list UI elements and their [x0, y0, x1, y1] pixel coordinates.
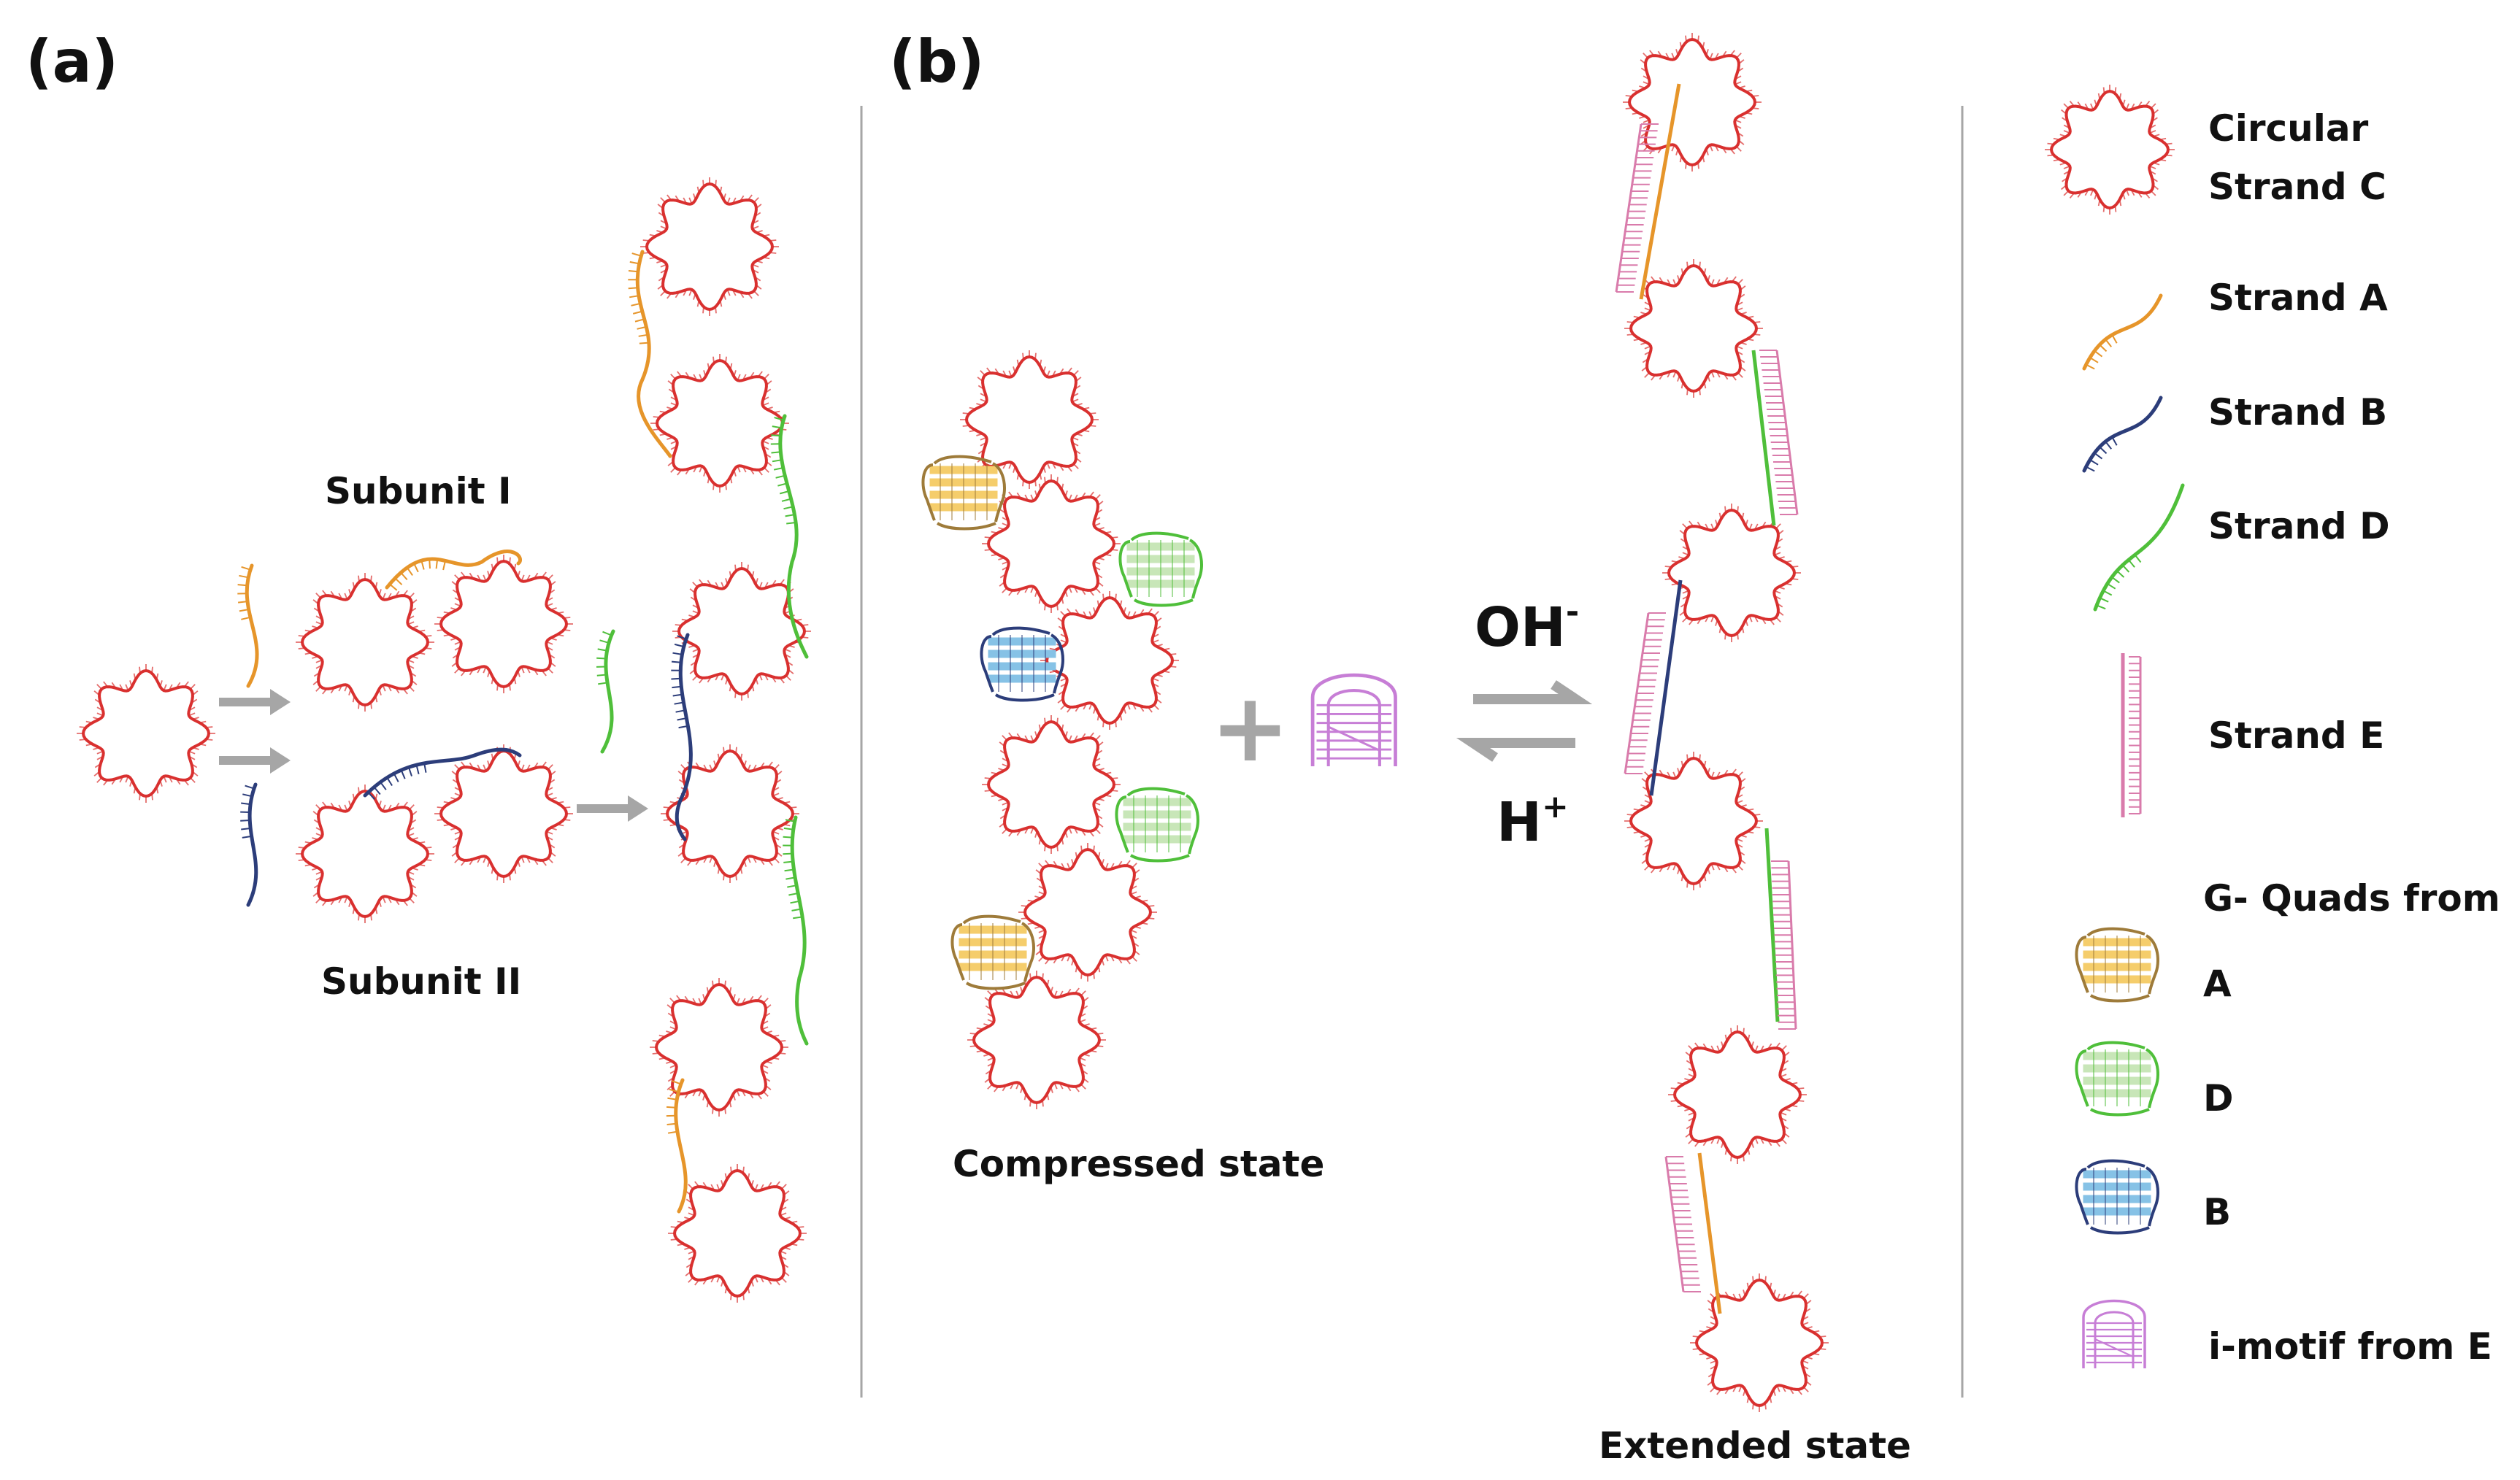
circular-strand-c: [650, 978, 788, 1117]
legend-strand-e-comb: [2129, 656, 2142, 814]
strand-d: [778, 414, 809, 659]
strand-b: [1649, 579, 1683, 796]
extended-state-label: Extended state: [1599, 1425, 1911, 1467]
strand-b: [675, 633, 693, 841]
circular-strand-c: [640, 177, 779, 316]
circular-strand-c: [77, 664, 215, 803]
legend-strand-e-label: Strand E: [2208, 714, 2384, 757]
proton-label: H+: [1497, 788, 1569, 854]
strand-a: [1639, 83, 1681, 300]
strand-a: [385, 550, 522, 590]
arrow-right: [219, 689, 291, 715]
legend-strand-b-icon: [2082, 396, 2163, 473]
legend-strand-a-icon: [2082, 293, 2163, 371]
circular-strand-c: [650, 354, 789, 493]
plus-sign: +: [1210, 672, 1290, 783]
circular-strand-c: [296, 785, 434, 923]
strand-e: [1624, 612, 1666, 774]
strand-a: [1697, 1152, 1722, 1314]
legend-i-motif-label: i-motif from E: [2208, 1325, 2492, 1368]
strand-d: [1751, 350, 1776, 526]
legend-strand-d-icon: [2093, 483, 2185, 612]
circular-strand-c: [434, 555, 573, 693]
legend: Circular Strand C Strand A Strand B Stra…: [2045, 85, 2500, 1368]
legend-circular-strand-icon: [2045, 85, 2175, 215]
circular-strand-c: [1668, 1025, 1807, 1164]
circular-strand-c: [1690, 1273, 1829, 1412]
circular-strand-c: [434, 744, 573, 883]
subunit-1-label: Subunit I: [325, 470, 512, 512]
strand-a: [674, 1078, 688, 1214]
circular-strand-c: [960, 350, 1099, 489]
strand-e: [1664, 1156, 1701, 1292]
circular-strand-c: [1040, 591, 1179, 730]
g-quad-from-d: [1115, 787, 1199, 863]
arrow-right: [577, 795, 648, 822]
circular-strand-c: [982, 715, 1121, 854]
circular-strand-c: [296, 573, 434, 712]
panel-b-label: (b): [889, 28, 984, 96]
legend-g-quad-b-icon: [2075, 1159, 2159, 1235]
strand-a: [245, 563, 259, 688]
circular-strand-c: [1624, 259, 1763, 398]
strand-b: [246, 782, 258, 907]
circular-strand-c: [967, 971, 1106, 1109]
hydroxide-label: OH-: [1475, 593, 1579, 659]
g-quad-from-d: [1118, 531, 1203, 607]
legend-strand-d-label: Strand D: [2208, 505, 2390, 547]
strand-e: [1759, 350, 1799, 515]
legend-i-motif-icon: [2082, 1299, 2146, 1368]
i-motif-from-e: [1310, 673, 1397, 767]
legend-strand-a-label: Strand A: [2208, 277, 2388, 319]
strand-d: [1764, 828, 1780, 1022]
legend-g-quad-d-label: D: [2203, 1077, 2234, 1119]
arrow-right: [219, 747, 291, 774]
g-quad-from-b: [980, 626, 1064, 702]
legend-g-quad-a-icon: [2075, 927, 2159, 1003]
subunit-2-label: Subunit II: [321, 960, 521, 1003]
g-quad-from-a: [950, 914, 1035, 990]
strand-d: [600, 629, 615, 754]
strand-e: [1615, 123, 1659, 293]
legend-gquads-title: G- Quads from: [2203, 877, 2500, 920]
legend-g-quad-b-label: B: [2203, 1191, 2231, 1233]
g-quad-from-a: [921, 455, 1006, 531]
legend-strand-b-label: Strand B: [2208, 391, 2387, 433]
strand-b: [363, 747, 522, 798]
panel-a: Subunit I Subunit II: [77, 177, 811, 1303]
strand-a: [635, 250, 672, 458]
forward-arrow: [1473, 680, 1593, 704]
panel-a-label: (a): [26, 28, 118, 96]
reverse-arrow: [1456, 738, 1575, 762]
legend-g-quad-a-label: A: [2203, 963, 2232, 1005]
circular-strand-c: [668, 1164, 807, 1303]
strand-d: [790, 815, 809, 1046]
strand-e: [1771, 860, 1797, 1030]
compressed-state-label: Compressed state: [953, 1143, 1324, 1185]
circular-strand-c: [982, 474, 1121, 613]
legend-circular-label: Circular: [2208, 107, 2369, 150]
legend-strand-c-label: Strand C: [2208, 166, 2386, 208]
circular-strand-c: [1624, 752, 1763, 890]
legend-g-quad-d-icon: [2075, 1041, 2159, 1117]
circular-strand-c: [661, 744, 799, 883]
circular-strand-c: [1018, 843, 1157, 982]
circular-strand-c: [1662, 504, 1801, 642]
panel-b: Compressed state + OH- H+ Extended state: [921, 33, 1911, 1467]
